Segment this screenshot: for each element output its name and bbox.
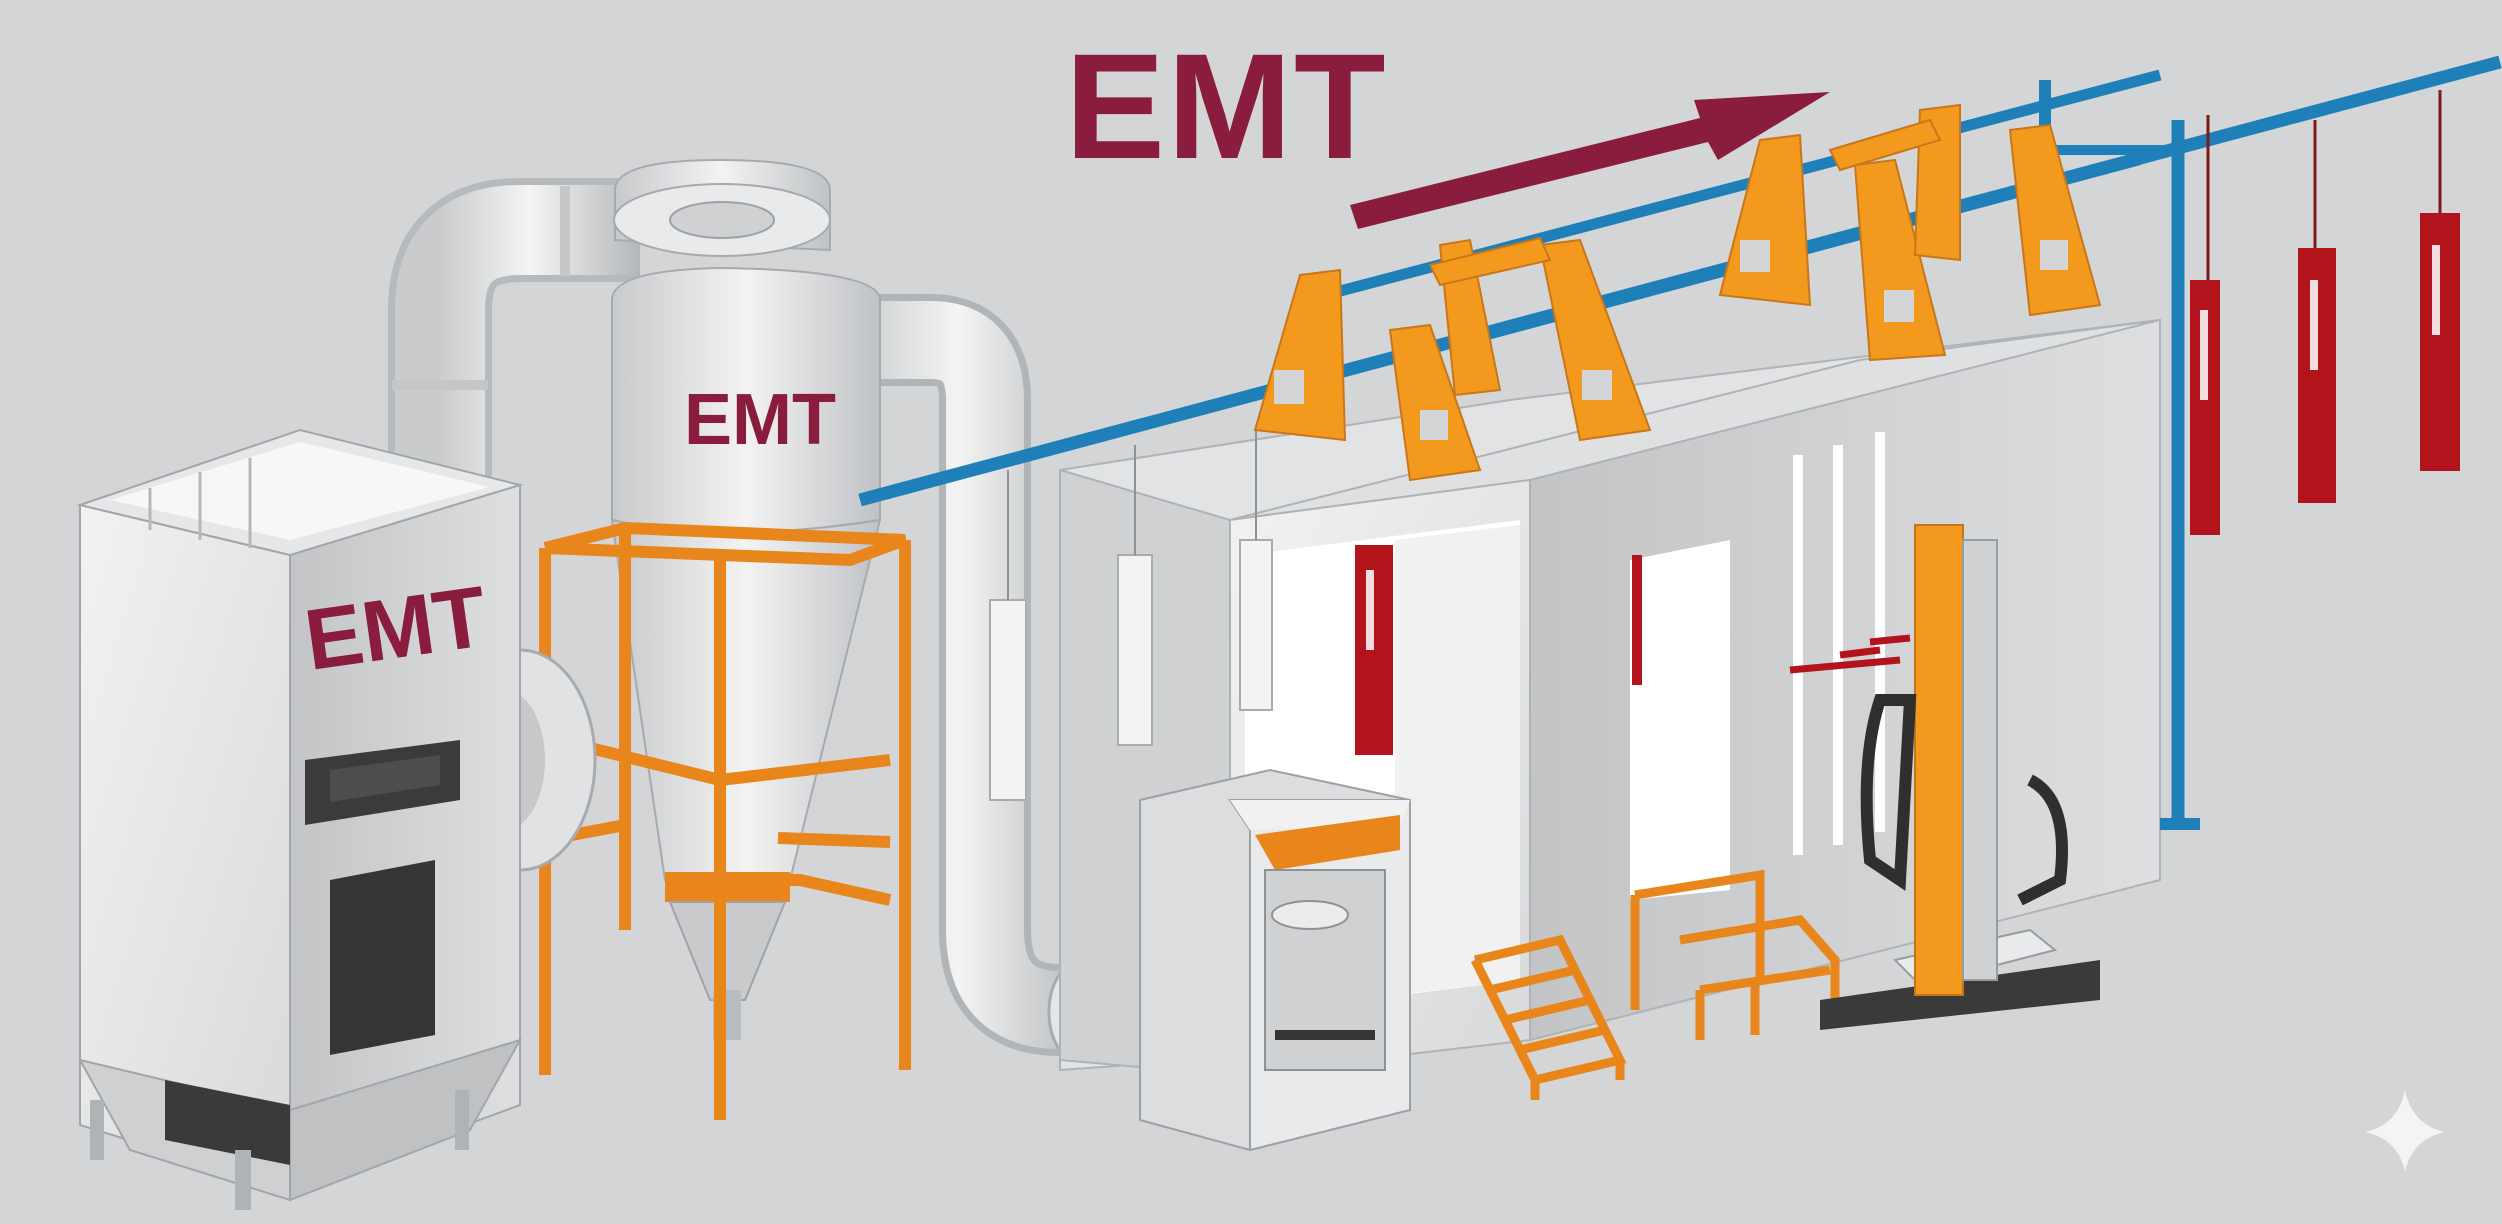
cyclone-support-frame [539, 521, 911, 1120]
filter-unit: EMT [76, 428, 597, 1210]
cyclone-label: EMT [684, 380, 836, 460]
direction-arrow-icon [1350, 92, 1830, 229]
cyclone-separator: EMT [610, 158, 882, 1040]
access-stairs [1470, 869, 1840, 1100]
brand-title: EMT [1065, 22, 1388, 190]
hanger-brackets [1253, 103, 2102, 482]
reciprocator [1789, 524, 2100, 1030]
sparkle-icon [2365, 1090, 2445, 1172]
hanging-parts [1355, 90, 2460, 755]
control-cabinet [1139, 768, 1411, 1152]
duct-to-filter [388, 178, 640, 480]
